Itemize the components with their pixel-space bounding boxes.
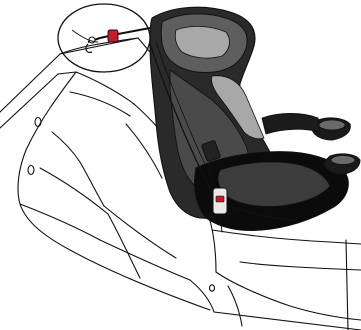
tether-adjuster-red [108,30,118,42]
